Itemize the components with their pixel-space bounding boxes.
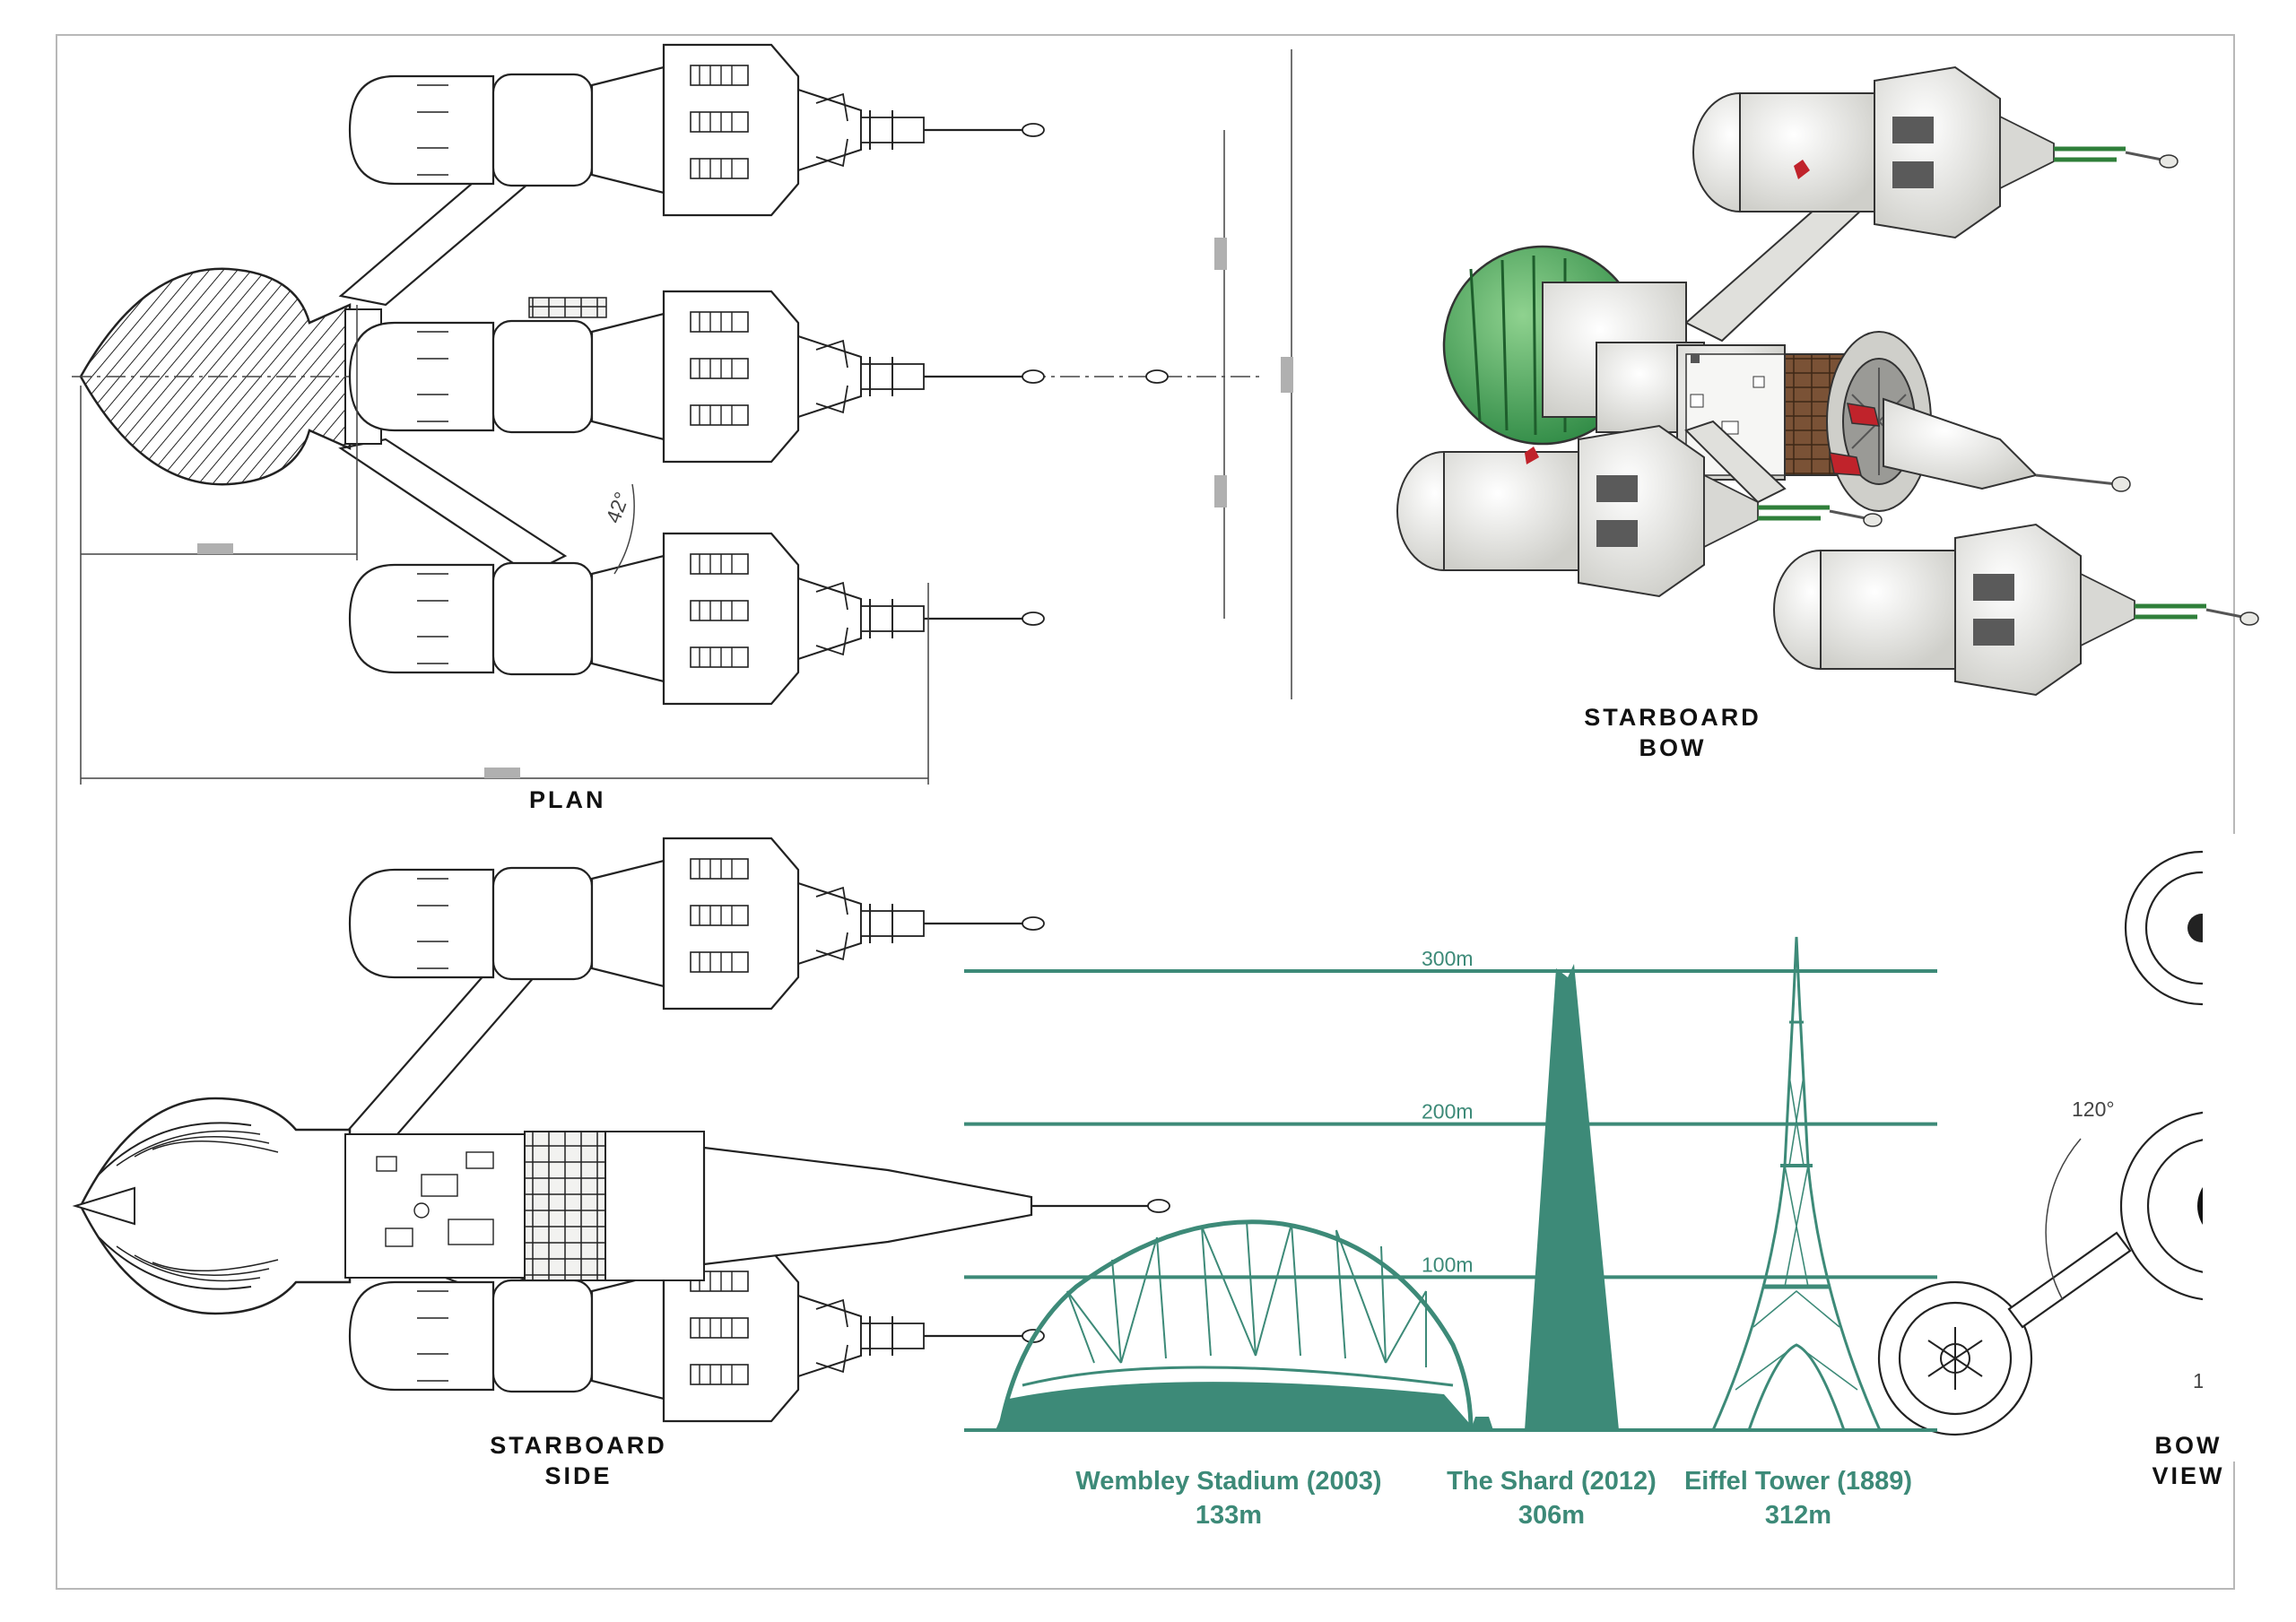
wembley-stadium-bowl [996,1382,1475,1430]
bow-view-label-line1: BOW [2154,1432,2222,1459]
landmark-wembley: Wembley Stadium (2003) 133m [1058,1464,1399,1532]
wembley-stadium-silhouette [997,1219,1474,1431]
bow-angle-label: 120° [2072,1097,2115,1121]
starboard-bow-label-line2: BOW [1639,734,1707,761]
starboard-side-label: STARBOARD SIDE [466,1430,691,1491]
the-shard-silhouette [1525,964,1619,1430]
scale-tick-label-100: 100m [1422,1253,1474,1276]
scale-gridlines: 300m 200m 100m [964,947,1937,1432]
bow-view-label: BOW VIEW [2135,1430,2242,1491]
landmark-wembley-name: Wembley Stadium (2003) [1075,1467,1382,1496]
landmark-eiffel: Eiffel Tower (1889) 312m [1668,1464,1928,1532]
landmark-eiffel-name: Eiffel Tower (1889) [1683,1467,1913,1496]
scale-tick-label-200: 200m [1422,1100,1474,1123]
landmark-shard: The Shard (2012) 306m [1435,1464,1668,1532]
starboard-bow-label-line1: STARBOARD [1584,704,1761,731]
bow-view: 120° 12 [1877,834,2296,1462]
landmark-shard-name: The Shard (2012) [1447,1467,1657,1496]
plan-view: 42° [72,43,1293,785]
plan-angle-label: 42° [601,489,633,526]
starboard-side-label-line2: SIDE [544,1462,613,1489]
landmark-eiffel-height: 312m [1764,1501,1832,1530]
starboard-side-label-line1: STARBOARD [490,1432,667,1459]
eiffel-tower-silhouette [1711,936,1882,1432]
scale-comparison: 300m 200m 100m [964,936,1937,1432]
starboard-bow-label: STARBOARD BOW [1561,702,1785,763]
landmark-wembley-height: 133m [1195,1501,1263,1530]
drawing-frame [56,34,2235,1590]
bow-view-label-line2: VIEW [2152,1462,2225,1489]
scale-tick-label-300: 300m [1422,947,1474,970]
starboard-bow-view [1397,67,2258,695]
plan-view-label: PLAN [529,786,606,813]
starboard-side-view [72,837,1170,1423]
landmark-shard-height: 306m [1518,1501,1586,1530]
